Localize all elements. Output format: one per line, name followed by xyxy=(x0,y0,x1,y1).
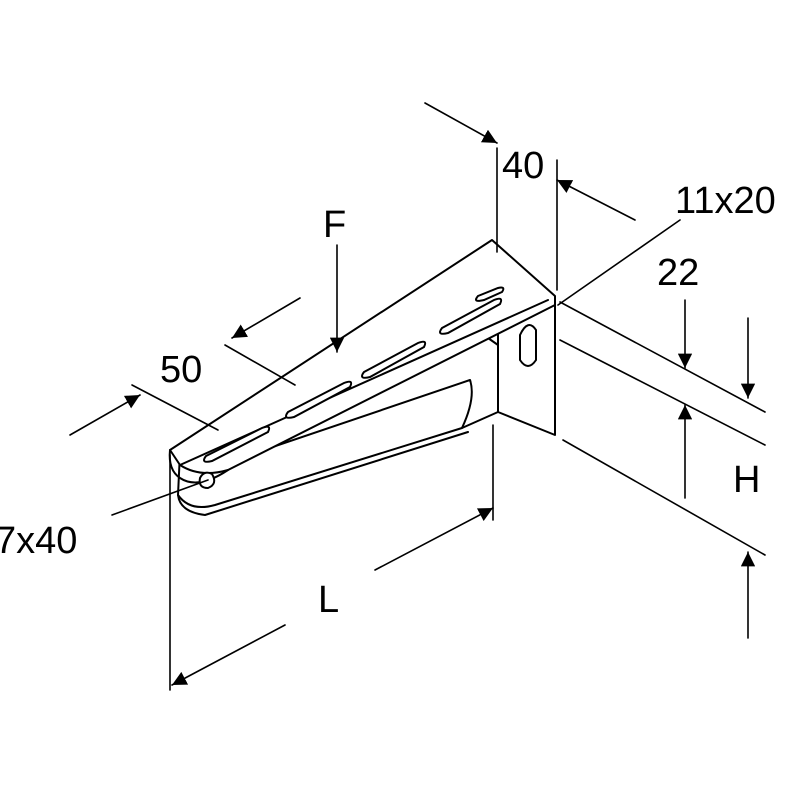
dimension-arrow xyxy=(69,394,141,436)
dimension-arrow xyxy=(424,102,498,144)
dim-label-top-width: 40 xyxy=(502,145,544,187)
dimension-length: L xyxy=(169,424,494,691)
dimension-slot-top: 11x20 xyxy=(557,180,776,306)
rail-slots xyxy=(203,286,505,463)
leader-line xyxy=(111,479,209,516)
dimension-height: H xyxy=(562,439,766,639)
dim-label-length: L xyxy=(318,579,339,621)
extension-line xyxy=(131,384,219,431)
dim-label-rail-height: 22 xyxy=(657,252,699,294)
rail-slot-5 xyxy=(475,286,505,302)
dimension-arrow xyxy=(171,624,286,686)
leader-line xyxy=(557,219,681,306)
dimension-slot-pitch: 50 xyxy=(69,297,301,436)
rail-slot-4 xyxy=(439,297,503,335)
extension-line xyxy=(559,339,766,446)
rail-slot-1 xyxy=(203,425,271,463)
dim-label-slot-pitch: 50 xyxy=(160,349,202,391)
rail-slot-2 xyxy=(285,380,353,419)
extension-line xyxy=(559,301,766,413)
web-lower-edge xyxy=(177,431,469,516)
extension-line xyxy=(224,344,296,386)
dimension-arrow xyxy=(374,507,494,571)
dimension-slot-side: 7x40 xyxy=(0,479,209,562)
dimension-top-width: 40 xyxy=(424,102,636,291)
dimension-rail-height: 22 xyxy=(559,252,766,499)
web-fold-line xyxy=(204,379,473,471)
force-label: F xyxy=(323,204,346,246)
dimension-arrow xyxy=(556,179,636,221)
plate-slot xyxy=(519,324,537,367)
cantilever-bracket xyxy=(168,239,556,516)
dim-label-height: H xyxy=(733,459,760,501)
load-force: F xyxy=(323,204,346,353)
extension-line xyxy=(562,439,766,556)
dim-label-slot-side: 7x40 xyxy=(0,520,77,562)
dim-label-slot-top: 11x20 xyxy=(675,180,776,222)
rail-slot-3 xyxy=(361,340,427,379)
dimension-arrow xyxy=(231,297,301,339)
